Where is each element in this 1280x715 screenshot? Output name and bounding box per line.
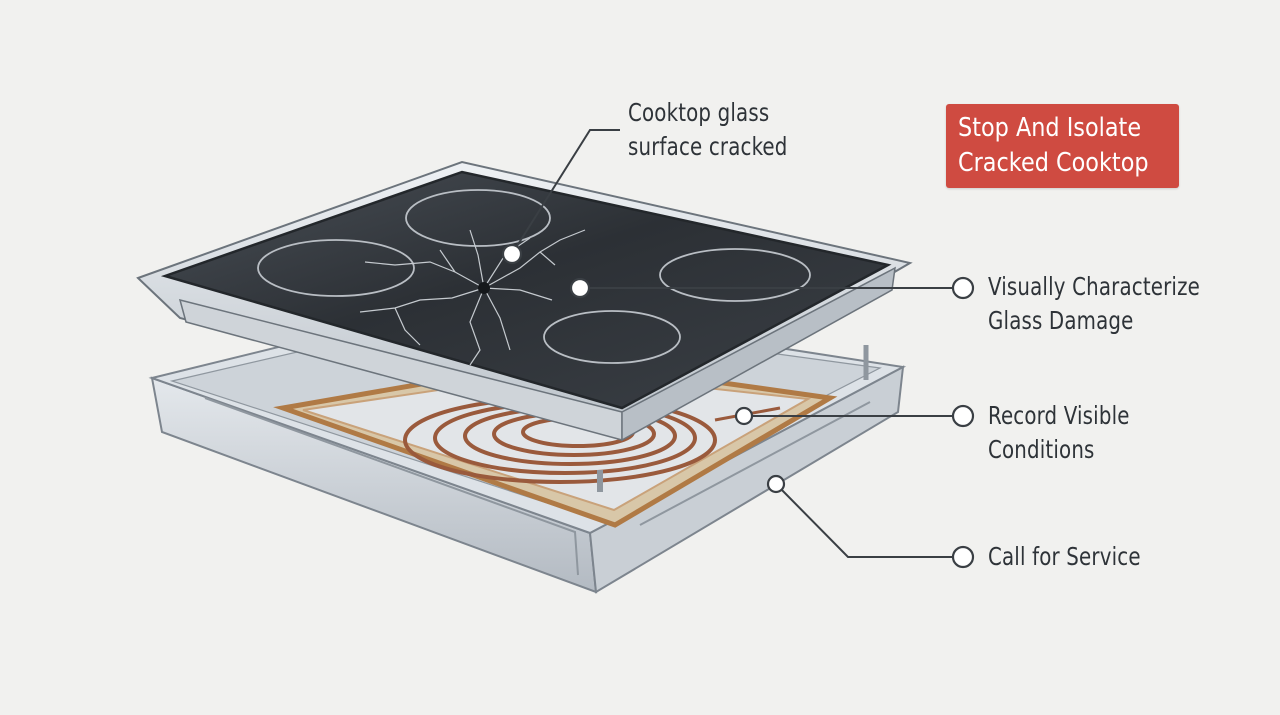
callout-line: Visually Characterize	[988, 272, 1201, 301]
callout-line: Record Visible	[988, 401, 1130, 430]
marker-icon	[951, 276, 975, 300]
callout-line: Glass Damage	[988, 306, 1134, 335]
callout-cooktop-glass: Cooktop glass surface cracked	[628, 96, 788, 164]
leader-call-service	[775, 483, 952, 558]
warning-line: Stop And Isolate	[958, 113, 1142, 143]
warning-line: Cracked Cooktop	[958, 148, 1149, 178]
heating-coil	[403, 396, 781, 492]
callout-markers	[501, 243, 975, 569]
marker-icon	[734, 406, 754, 426]
callout-line: Call for Service	[988, 542, 1141, 571]
callout-call-service: Call for Service	[988, 540, 1141, 574]
marker-icon	[951, 545, 975, 569]
callout-leaders	[511, 129, 952, 558]
callout-record-conditions: Record Visible Conditions	[988, 399, 1130, 467]
callout-line: surface cracked	[628, 132, 788, 161]
marker-icon	[766, 474, 786, 494]
warning-text: Stop And Isolate Cracked Cooktop	[958, 111, 1149, 181]
callout-line: Conditions	[988, 435, 1095, 464]
callout-line: Cooktop glass	[628, 98, 770, 127]
marker-icon	[501, 243, 523, 265]
marker-icon	[569, 277, 591, 299]
callout-characterize-damage: Visually Characterize Glass Damage	[988, 270, 1200, 338]
glass-cooktop	[136, 160, 913, 442]
leader-cooktop-glass	[511, 129, 620, 255]
marker-icon	[951, 404, 975, 428]
warning-badge: Stop And Isolate Cracked Cooktop	[946, 104, 1179, 188]
